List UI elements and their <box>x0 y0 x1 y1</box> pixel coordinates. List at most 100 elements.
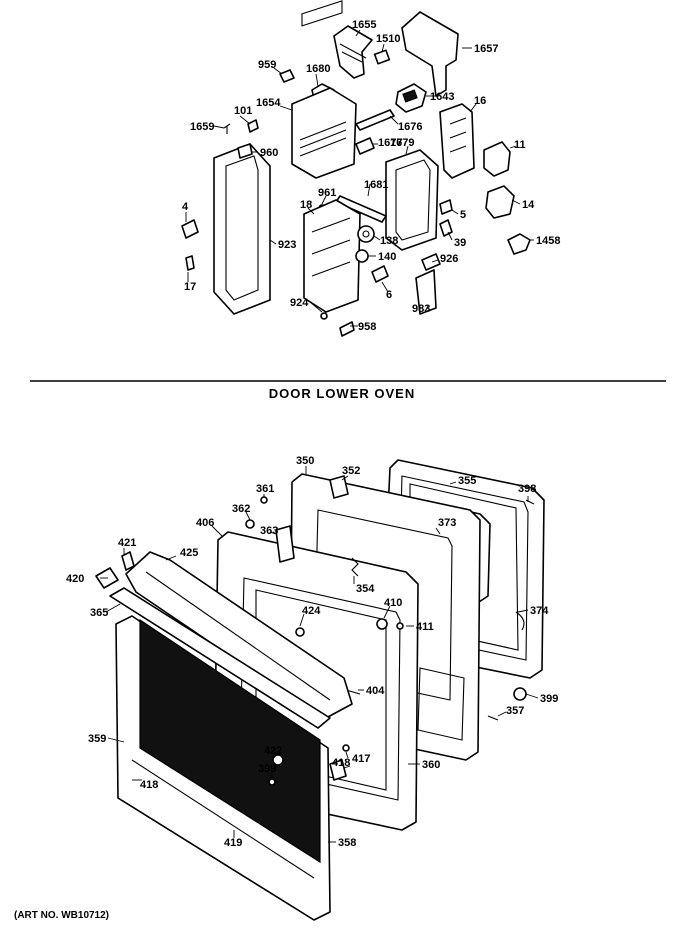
callout-425: 425 <box>180 547 198 559</box>
callout-926: 926 <box>440 253 458 265</box>
callout-424: 424 <box>302 605 321 617</box>
callout-373: 373 <box>438 517 456 529</box>
callout-138: 138 <box>380 235 398 247</box>
callout-1677: 1677 <box>378 137 402 149</box>
part-1677-bracket <box>355 137 375 155</box>
callout-39: 39 <box>454 237 466 249</box>
callout-357: 357 <box>506 705 524 717</box>
art-number: (ART NO. WB10712) <box>14 910 109 921</box>
callout-961: 961 <box>318 187 336 199</box>
part-16-bracket <box>439 103 475 179</box>
part-357-screw <box>487 715 499 721</box>
callout-398: 398 <box>518 483 536 495</box>
part-140-knob <box>355 249 369 263</box>
callout-399-left: 399 <box>258 763 276 775</box>
door-assembly <box>95 459 545 921</box>
part-417 <box>342 744 350 752</box>
callout-140: 140 <box>378 251 396 263</box>
callout-1657: 1657 <box>474 43 498 55</box>
callout-11: 11 <box>514 139 526 151</box>
part-374-gasket <box>515 611 525 631</box>
part-421-screw <box>121 551 135 571</box>
callout-983: 983 <box>412 303 430 315</box>
callout-418-right: 418 <box>332 757 350 769</box>
part-17-pin <box>185 255 195 271</box>
part-399-nut <box>513 687 527 701</box>
part-1659-pin <box>223 123 231 134</box>
part-924-washer <box>320 312 328 320</box>
part-18-back-panel <box>303 199 361 313</box>
callout-4: 4 <box>182 201 189 213</box>
lower-leader-lines <box>100 466 539 843</box>
callout-5: 5 <box>460 209 466 221</box>
part-4-cap <box>181 219 199 239</box>
part-358-window-glass <box>139 618 321 864</box>
callout-417: 417 <box>352 753 370 765</box>
callout-1679: 1679 <box>390 137 414 149</box>
callout-418-left: 418 <box>140 779 158 791</box>
part-1657-cover <box>401 11 459 97</box>
part-1510 <box>373 49 391 65</box>
callout-101: 101 <box>234 105 252 117</box>
callout-17: 17 <box>184 281 196 293</box>
callout-924: 924 <box>290 297 309 309</box>
part-1654-control-board <box>291 87 357 179</box>
callout-923: 923 <box>278 239 296 251</box>
part-983-bracket <box>415 269 437 315</box>
callout-420: 420 <box>66 573 84 585</box>
part-1458-connector <box>507 233 531 255</box>
callout-422: 422 <box>264 745 282 757</box>
part-6-screw <box>371 265 389 283</box>
callout-399-right: 399 <box>540 693 558 705</box>
callout-406: 406 <box>196 517 214 529</box>
part-39 <box>439 219 453 237</box>
callout-1654: 1654 <box>256 97 281 109</box>
part-352-hinge <box>329 475 349 499</box>
callout-959: 959 <box>258 59 276 71</box>
callout-421: 421 <box>118 537 136 549</box>
upper-leader-lines <box>185 29 534 327</box>
part-926 <box>421 253 441 271</box>
callout-350: 350 <box>296 455 314 467</box>
part-424 <box>295 627 305 637</box>
part-138-knob <box>357 225 375 243</box>
callout-404: 404 <box>366 685 385 697</box>
section-title: DOOR LOWER OVEN <box>269 386 415 401</box>
callout-16: 16 <box>474 95 486 107</box>
part-5-screw <box>439 199 453 215</box>
callout-419: 419 <box>224 837 242 849</box>
callout-360: 360 <box>422 759 440 771</box>
callout-1659: 1659 <box>190 121 214 133</box>
part-399-clip <box>268 778 276 786</box>
part-11-switch <box>483 141 511 177</box>
part-362-washer <box>245 519 255 529</box>
part-923-panel-frame <box>213 143 271 315</box>
callout-1510: 1510 <box>376 33 400 45</box>
callout-359: 359 <box>88 733 106 745</box>
callout-1676: 1676 <box>398 121 422 133</box>
part-960 <box>237 143 253 159</box>
part-411 <box>396 622 404 630</box>
part-958-screw <box>339 321 355 337</box>
callout-363: 363 <box>260 525 278 537</box>
part-410 <box>376 618 388 630</box>
part-398-screw <box>525 499 535 505</box>
control-panel-assembly <box>181 0 531 337</box>
part-418-clip-right <box>329 759 347 781</box>
part-1655-terminal-block <box>333 25 373 79</box>
callout-960: 960 <box>260 147 278 159</box>
callout-411: 411 <box>416 621 434 633</box>
callout-355: 355 <box>458 475 476 487</box>
callout-358: 358 <box>338 837 356 849</box>
callout-1643: 1643 <box>430 91 454 103</box>
part-959-clip <box>279 69 295 83</box>
part-365-handle <box>109 587 331 729</box>
callout-374: 374 <box>530 605 549 617</box>
callout-1681: 1681 <box>364 179 388 191</box>
callout-1655: 1655 <box>352 19 376 31</box>
part-363-hinge <box>275 525 295 563</box>
callout-958: 958 <box>358 321 376 333</box>
callout-352: 352 <box>342 465 360 477</box>
callout-14: 14 <box>522 199 535 211</box>
